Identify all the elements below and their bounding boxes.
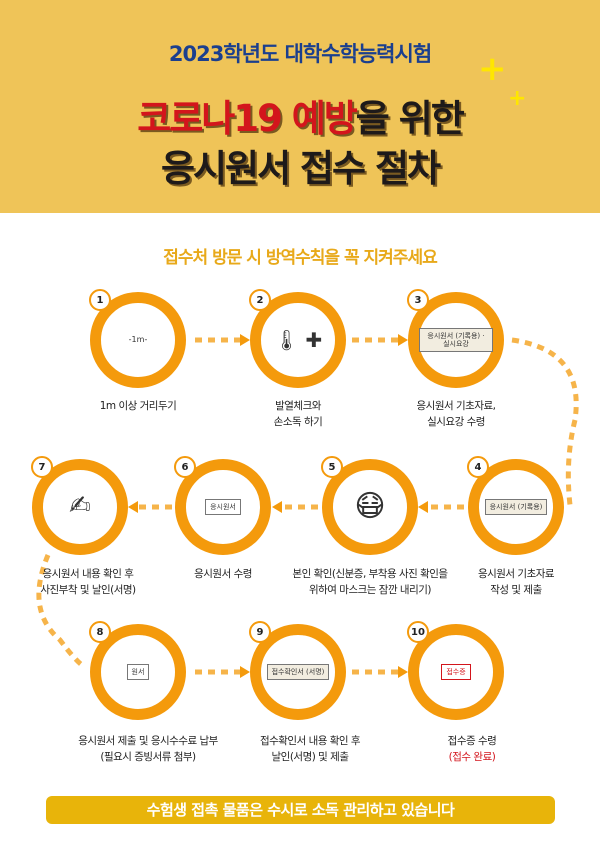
step-7-label: 응시원서 내용 확인 후 사진부착 및 날인(서명)	[40, 568, 136, 596]
step-number: 1	[89, 289, 111, 311]
step-9-label: 접수확인서 내용 확인 후 날인(서명) 및 제출	[259, 735, 361, 763]
step-5-circle: 5😷	[321, 456, 418, 555]
confirmation-form-illustration: 접수확인서 (서명)	[266, 663, 330, 681]
main-title-line2: 응시원서 접수 절차	[160, 147, 441, 190]
step-2-circle: 2🌡 ✚	[249, 289, 346, 388]
title-rest: 을 위한	[355, 97, 465, 140]
step-number: 3	[407, 289, 429, 311]
step-10-label: 접수증 수령 (접수 완료)	[372, 733, 572, 765]
subtitle: 접수처 방문 시 방역수칙을 꼭 지켜주세요	[163, 248, 437, 268]
step-10-label-red: (접수 완료)	[448, 751, 496, 763]
step-number: 7	[31, 456, 53, 478]
receipt-illustration: 접수증	[441, 663, 471, 681]
step-number: 5	[321, 456, 343, 478]
year-title: 2023학년도 대학수학능력시험	[168, 42, 432, 66]
plus-icon: +	[508, 86, 527, 111]
printer-illustration: 응시원서	[205, 498, 241, 516]
step-4-label: 응시원서 기초자료 작성 및 제출	[477, 568, 555, 596]
title-red: 코로나19 예방	[137, 97, 358, 140]
distance-illustration: -1m-	[128, 335, 148, 345]
step-number: 6	[174, 456, 196, 478]
documents-illustration: 응시원서 (기록용) · 실시요강	[419, 327, 493, 353]
step-6-circle: 6 응시원서	[174, 456, 271, 555]
writing-person-icon: ✍	[69, 491, 91, 522]
step-3-label: 응시원서 기초자료, 실시요강 수령	[416, 400, 496, 428]
step-1-circle: 1 -1m-	[89, 289, 186, 388]
step-10-circle: 10 접수증	[407, 621, 504, 720]
step-8-circle: 8 원서	[89, 621, 186, 720]
step-8-label: 응시원서 제출 및 응시수수료 납부 (필요시 증빙서류 첨부)	[78, 735, 218, 763]
step-6-label: 응시원서 수령	[194, 568, 252, 580]
step-9-circle: 9 접수확인서 (서명)	[249, 621, 346, 720]
step-4-circle: 4 응시원서 (기록용)	[467, 456, 564, 555]
bottom-notice-banner: 수험생 접촉 물품은 수시로 소독 관리하고 있습니다	[46, 796, 555, 824]
plus-icon: +	[478, 49, 507, 89]
step-number: 2	[249, 289, 271, 311]
header-banner: 2023학년도 대학수학능력시험 코로나19 예방을 위한 응시원서 접수 절차…	[0, 0, 600, 213]
submit-illustration: 원서	[126, 663, 150, 681]
step-7-circle: 7✍	[31, 456, 128, 555]
step-2-label: 발열체크와 손소독 하기	[273, 400, 323, 428]
step-number: 4	[467, 456, 489, 478]
step-5-label: 본인 확인(신분증, 부착용 사진 확인을 위하여 마스크는 잠깐 내리기)	[292, 568, 448, 596]
step-10-label-text: 접수증 수령	[447, 735, 497, 747]
step-number: 8	[89, 621, 111, 643]
main-title-line1: 코로나19 예방을 위한	[0, 88, 600, 142]
step-1-label: 1m 이상 거리두기	[99, 400, 177, 412]
thermometer-sanitizer-icon: 🌡 ✚	[273, 328, 323, 352]
step-number: 9	[249, 621, 271, 643]
person-mask-icon: 😷	[354, 489, 386, 524]
step-3-circle: 3 응시원서 (기록용) · 실시요강	[407, 289, 504, 388]
step-number: 10	[407, 621, 429, 643]
form-illustration: 응시원서 (기록용)	[484, 498, 548, 516]
